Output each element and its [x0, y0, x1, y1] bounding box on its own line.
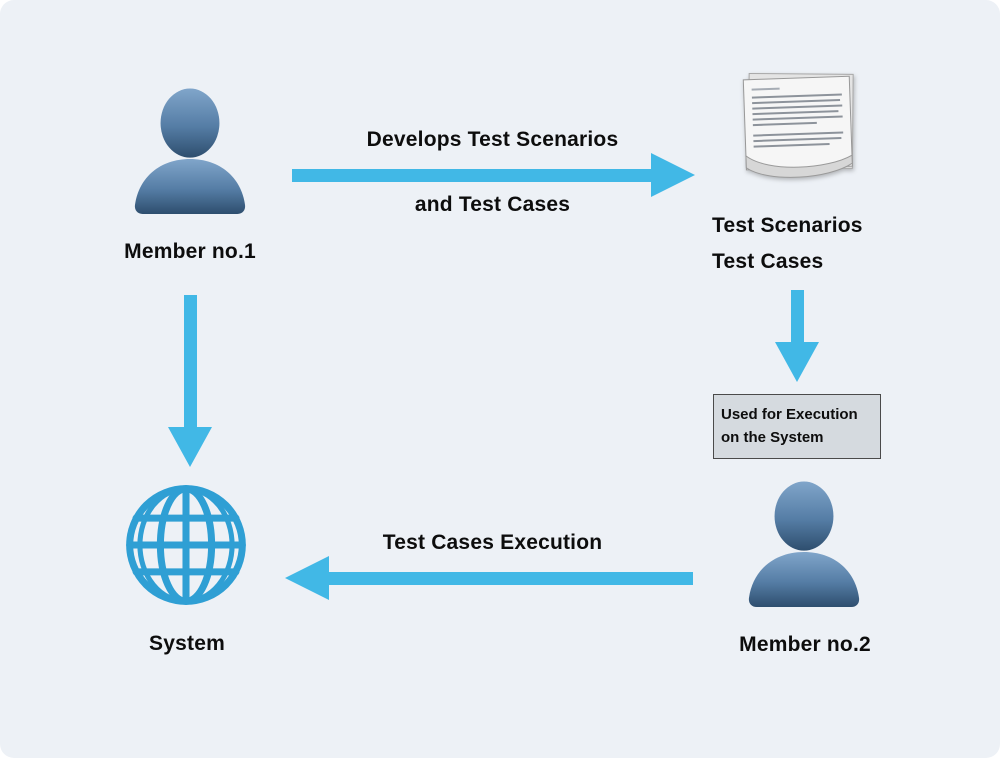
- note-line2: on the System: [721, 429, 824, 447]
- arrow-shaft: [790, 290, 804, 342]
- note-line1: Used for Execution: [721, 406, 858, 423]
- arrow-shaft: [183, 295, 197, 427]
- arrow-head-icon: [651, 153, 695, 197]
- execution-label: Test Cases Execution: [382, 531, 603, 554]
- develops-label-line2: and Test Cases: [414, 193, 571, 216]
- person-icon: [740, 477, 868, 609]
- arrow-shaft: [292, 168, 651, 182]
- artifact-label-line1: Test Scenarios: [712, 214, 863, 237]
- system-label: System: [149, 632, 225, 655]
- arrow-execution-left: [285, 556, 693, 600]
- arrow-head-icon: [285, 556, 329, 600]
- globe-icon: [122, 477, 250, 613]
- person-icon: [126, 84, 254, 216]
- document-icon: [733, 68, 865, 194]
- member1-label: Member no.1: [124, 240, 256, 263]
- develops-label-line1: Develops Test Scenarios: [366, 128, 619, 151]
- execution-note-box: Used for Execution on the System: [713, 394, 881, 459]
- arrow-head-icon: [775, 342, 819, 382]
- arrow-member1-to-system: [168, 295, 212, 467]
- arrow-document-to-note: [775, 290, 819, 382]
- artifact-label-line2: Test Cases: [712, 250, 824, 273]
- member2-label: Member no.2: [739, 633, 871, 656]
- arrow-develops-right: [292, 153, 695, 197]
- arrow-shaft: [329, 571, 693, 585]
- arrow-head-icon: [168, 427, 212, 467]
